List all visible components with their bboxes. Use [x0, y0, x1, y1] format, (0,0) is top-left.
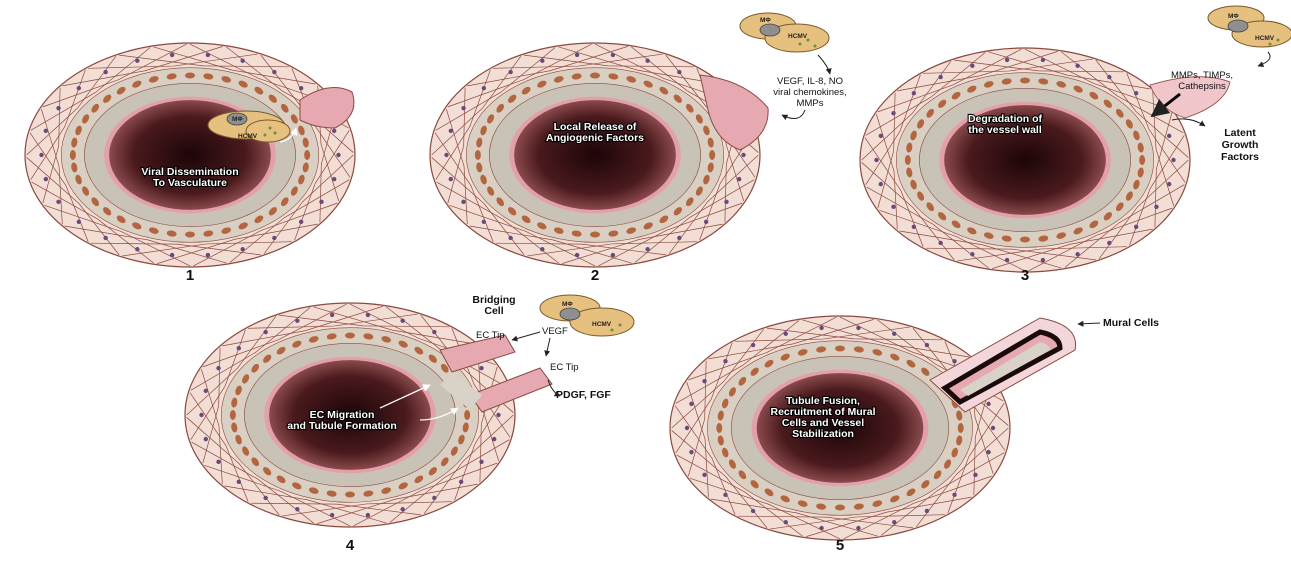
macrophage-label: MΦ [562, 301, 573, 308]
hcmv-label: HCMV [592, 321, 612, 328]
infected-macrophage-3: MΦ HCMV [1208, 6, 1291, 66]
p2-factors-line-1: VEGF, IL-8, NO [777, 76, 843, 87]
panel-5-label-line-4: Stabilization [792, 428, 854, 440]
macrophage-label: MΦ [760, 17, 771, 24]
panel-3-label-line-2: the vessel wall [968, 124, 1042, 136]
hcmv-label: HCMV [238, 133, 258, 140]
p3-factors-line-2: Cathepsins [1178, 81, 1226, 92]
vessel-panel-1 [25, 43, 355, 267]
p3-growth-line-3: Factors [1221, 151, 1259, 163]
p4-pdgf: PDGF, FGF [556, 389, 611, 401]
p5-mural-arrow [1078, 323, 1100, 324]
lumen [514, 100, 676, 210]
p2-factors-line-2: viral chemokines, [773, 87, 846, 98]
p4-ec-tip-1: EC Tip [476, 330, 505, 341]
p4-bridging-line-2: Cell [484, 305, 503, 317]
panel-1-label-line-2: To Vasculature [153, 177, 227, 189]
vessel-panel-3 [860, 48, 1190, 272]
p3-growth-line-2: Growth [1222, 139, 1259, 151]
p3-factors-line-1: MMPs, TIMPs, [1171, 70, 1233, 81]
panel-number-1: 1 [186, 267, 194, 284]
macrophage-label: MΦ [232, 116, 243, 123]
panel-number-4: 4 [346, 537, 355, 554]
p5-mural-label: Mural Cells [1103, 317, 1159, 329]
hcmv-label: HCMV [1255, 35, 1275, 42]
p3-growth-line-1: Latent [1224, 127, 1256, 139]
panel-4-label-line-2: and Tubule Formation [287, 420, 396, 432]
p4-vegf-arrow-2 [546, 338, 550, 356]
panel-number-2: 2 [591, 267, 599, 284]
hcmv-label: HCMV [788, 33, 808, 40]
macrophage-label: MΦ [1228, 13, 1239, 20]
infected-macrophage-2: MΦ HCMV [740, 13, 830, 74]
p4-vegf-arrow-1 [512, 332, 540, 340]
p4-vegf: VEGF [542, 326, 568, 337]
panel-number-3: 3 [1021, 267, 1029, 284]
p4-ec-tip-2: EC Tip [550, 362, 579, 373]
p2-factors-line-3: MMPs [797, 98, 824, 109]
panel-2-label-line-2: Angiogenic Factors [546, 132, 644, 144]
panel-number-5: 5 [836, 537, 844, 554]
p2-factors-arrow [782, 110, 805, 119]
